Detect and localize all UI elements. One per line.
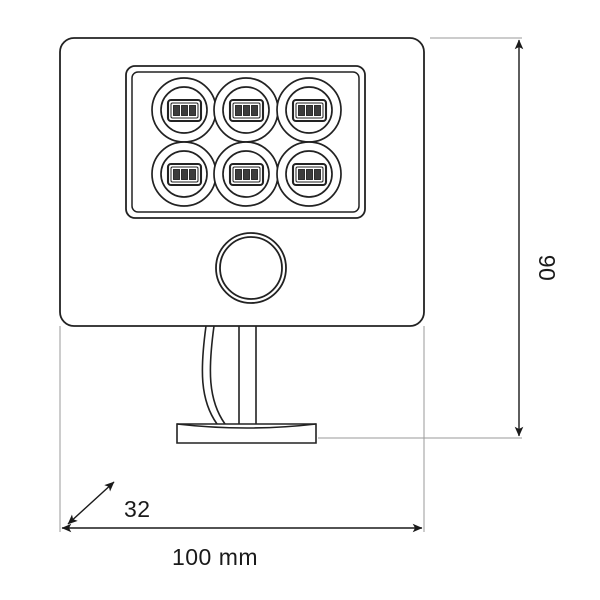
led-3-segment-3	[314, 105, 321, 116]
led-6-segment-2	[306, 169, 313, 180]
led-1-segment-3	[189, 105, 196, 116]
motion-sensor	[215, 232, 287, 304]
led-2-segment-2	[243, 105, 250, 116]
led-3-segment-2	[306, 105, 313, 116]
led-1-segment-2	[181, 105, 188, 116]
base-plate	[176, 423, 317, 444]
extension-lines	[59, 37, 522, 532]
led-4-segment-2	[181, 169, 188, 180]
power-cable-inner	[209, 325, 226, 425]
led-3	[276, 77, 342, 143]
dimension-label-depth: 32	[124, 496, 151, 522]
led-4-segment-1	[173, 169, 180, 180]
led-4-segment-3	[189, 169, 196, 180]
dimension-label-height: 90	[534, 255, 560, 282]
led-1	[151, 77, 217, 143]
motion-sensor-inner-ring	[219, 236, 283, 300]
led-1-segment-1	[173, 105, 180, 116]
led-5-segment-3	[251, 169, 258, 180]
base-plate-top-curve	[176, 423, 317, 429]
dimension-lines	[61, 39, 524, 533]
led-5-segment-1	[235, 169, 242, 180]
led-2	[213, 77, 279, 143]
dimension-line-depth	[67, 481, 115, 525]
led-2-segment-1	[235, 105, 242, 116]
led-5-segment-2	[243, 169, 250, 180]
led-6	[276, 141, 342, 207]
led-3-segment-1	[298, 105, 305, 116]
led-5	[213, 141, 279, 207]
mounting-bracket	[176, 325, 317, 444]
led-6-segment-3	[314, 169, 321, 180]
led-2-segment-3	[251, 105, 258, 116]
led-6-segment-1	[298, 169, 305, 180]
power-cable-outer	[201, 325, 218, 425]
led-4	[151, 141, 217, 207]
dimension-label-width: 100 mm	[172, 544, 258, 570]
